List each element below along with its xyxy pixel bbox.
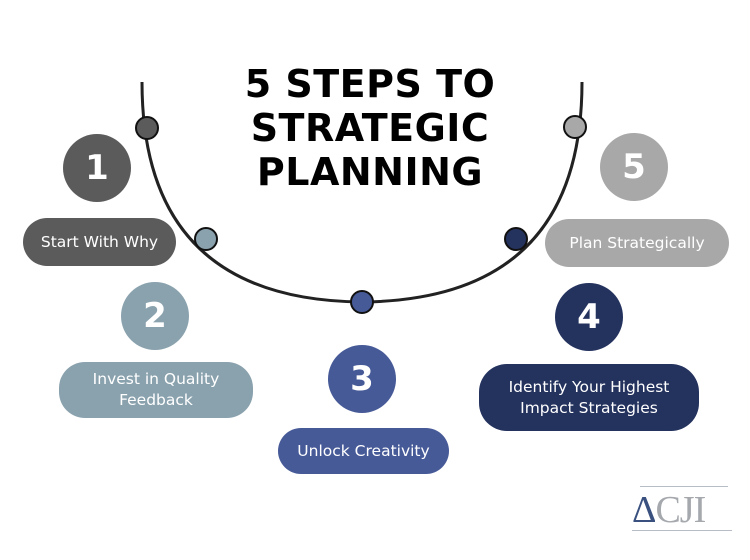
step-2-number: 2: [121, 282, 189, 350]
step-1-label: Start With Why: [23, 218, 176, 266]
step-2-label-line-1: Invest in Quality: [92, 370, 220, 388]
step-5-label: Plan Strategically: [545, 219, 729, 267]
step-2-label: Invest in Quality Feedback: [59, 362, 253, 418]
arc-node-2: [194, 227, 218, 251]
logo-delta-glyph: Δ: [632, 489, 656, 531]
step-3-number: 3: [328, 345, 396, 413]
step-2-label-line-2: Feedback: [119, 391, 193, 409]
step-4-number: 4: [555, 283, 623, 351]
step-5-number: 5: [600, 133, 668, 201]
title-line-3: PLANNING: [256, 150, 484, 194]
arc-node-1: [135, 116, 159, 140]
logo-text: CJI: [655, 489, 706, 531]
acji-logo: ΔCJI: [632, 484, 732, 532]
title-line-2: STRATEGIC: [250, 106, 490, 150]
arc-node-5: [563, 115, 587, 139]
step-3-label: Unlock Creativity: [278, 428, 449, 474]
arc-node-4: [504, 227, 528, 251]
step-4-label-line-1: Identify Your Highest: [508, 377, 670, 396]
arc-node-3: [350, 290, 374, 314]
step-4-label-line-2: Impact Strategies: [520, 398, 658, 417]
page-title: 5 STEPS TO STRATEGIC PLANNING: [205, 62, 535, 194]
title-line-1: 5 STEPS TO: [244, 62, 496, 106]
step-4-label: Identify Your Highest Impact Strategies: [479, 364, 699, 431]
step-1-number: 1: [63, 134, 131, 202]
